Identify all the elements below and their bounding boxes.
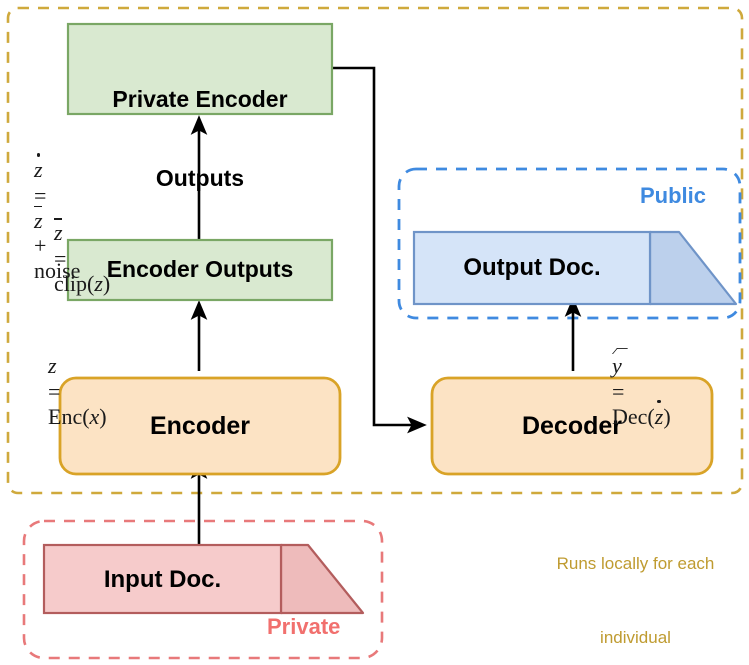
edge-label-noise: z = z + noise <box>12 132 80 309</box>
output-doc-label: Output Doc. <box>463 254 601 281</box>
left-paren: ( <box>82 403 90 429</box>
input-doc-body <box>42 543 283 615</box>
node-encoder[interactable] <box>58 376 342 476</box>
node-input-doc[interactable] <box>42 543 365 615</box>
z-dot-symbol: z <box>655 399 663 429</box>
private-encoder-outputs-label: Private Encoder Outputs <box>68 33 332 245</box>
edge-label-dec: y = Dec(z) <box>590 328 671 454</box>
node-private-encoder-outputs[interactable] <box>66 22 334 116</box>
private-encoder-outputs-label-line2: Outputs <box>155 165 245 192</box>
input-doc-fold <box>279 543 365 615</box>
equals-sign: = <box>54 245 67 271</box>
input-doc-label: Input Doc. <box>103 566 222 593</box>
local-zone-note: Runs locally for each individual <box>533 503 738 665</box>
z-bar-symbol: z <box>54 218 63 245</box>
node-output-doc[interactable] <box>412 230 738 306</box>
right-paren: ) <box>99 403 107 429</box>
z-symbol: z <box>94 270 103 296</box>
left-paren: ( <box>647 403 655 429</box>
decoder-label: Decoder <box>521 412 623 440</box>
node-encoder-outputs[interactable] <box>66 238 334 302</box>
noise-word: noise <box>34 258 81 284</box>
dec-word: Dec <box>612 403 648 429</box>
output-doc-fold <box>648 230 738 306</box>
z-symbol: z <box>48 353 57 379</box>
encoder-outputs-label: Encoder Outputs <box>106 256 294 282</box>
equals-sign: = <box>34 182 47 208</box>
edge-label-clip: z = clip(z) <box>32 195 110 321</box>
local-zone-note-line1: Runs locally for each <box>556 554 715 574</box>
output-doc-body <box>412 230 652 306</box>
zone-local-boundary <box>6 6 744 495</box>
clip-word: clip <box>54 270 87 296</box>
zone-label-public: Public <box>640 183 707 208</box>
equals-sign: = <box>48 378 61 404</box>
local-zone-note-line2: individual <box>600 628 671 648</box>
node-decoder[interactable] <box>430 376 714 476</box>
z-dot-symbol: z <box>34 153 43 182</box>
arrow-private-encoder-outputs-to-decoder <box>332 66 427 434</box>
right-paren: ) <box>102 270 111 296</box>
y-hat-symbol: y <box>611 347 628 378</box>
left-paren: ( <box>87 270 95 296</box>
encoder-label: Encoder <box>149 412 251 440</box>
plus-sign: + <box>34 233 47 259</box>
edge-label-enc: z = Enc(x) <box>26 328 107 454</box>
zone-public-boundary <box>397 167 742 320</box>
zone-label-private: Private <box>267 614 341 639</box>
x-symbol: x <box>89 403 100 429</box>
enc-word: Enc <box>48 403 83 429</box>
z-bar-symbol: z <box>34 205 43 233</box>
equals-sign: = <box>612 378 625 404</box>
right-paren: ) <box>663 403 671 429</box>
private-encoder-outputs-label-line1: Private Encoder <box>112 85 288 112</box>
